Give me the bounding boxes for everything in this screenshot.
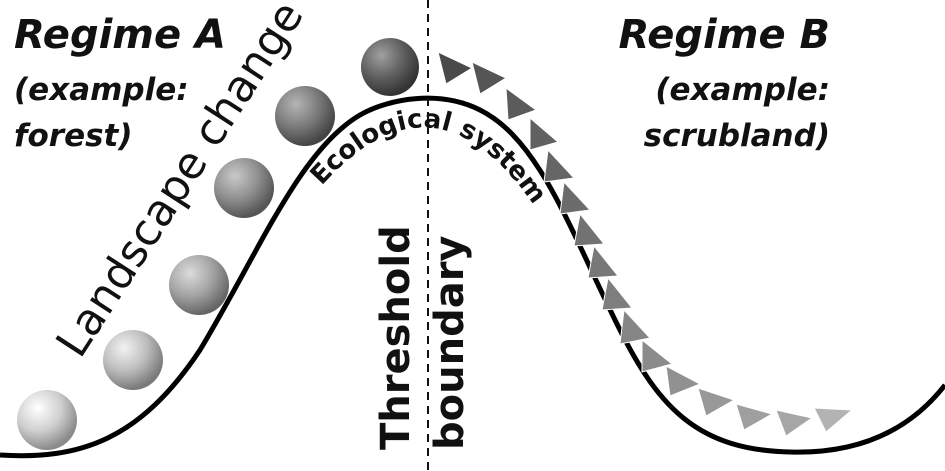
arrow-6 <box>559 180 592 215</box>
arrow-13 <box>697 387 736 417</box>
regime-a-example-line2: forest) <box>14 118 133 154</box>
ball-4 <box>214 158 274 218</box>
arrow-9 <box>601 276 633 311</box>
arrow-11 <box>641 338 674 373</box>
ecological-system-curve <box>0 95 945 459</box>
ball-6 <box>361 38 419 96</box>
arrow-1 <box>437 51 474 85</box>
arrow-12 <box>665 365 702 397</box>
regime-a-title: Regime A <box>14 12 226 58</box>
threshold-label-line1: Threshold <box>373 225 419 450</box>
regime-b-example-line2: scrubland) <box>644 118 830 154</box>
arrow-2 <box>471 61 508 95</box>
regime-a-example-line1: (example: <box>14 72 189 108</box>
regime-b-example-line1: (example: <box>655 72 830 108</box>
arrow-5 <box>543 148 576 183</box>
ball-2 <box>103 330 163 390</box>
threshold-label-line2: boundary <box>427 236 473 451</box>
regime-b-title: Regime B <box>618 12 830 58</box>
ball-5 <box>275 86 335 146</box>
arrow-16 <box>813 407 854 433</box>
arrow-8 <box>587 244 619 279</box>
arrow-14 <box>735 403 774 431</box>
arrow-chain <box>437 51 854 437</box>
arrow-4 <box>529 116 560 151</box>
arrow-10 <box>619 308 651 345</box>
ball-1 <box>17 390 77 450</box>
ball-3 <box>169 255 229 315</box>
arrow-3 <box>505 86 538 121</box>
arrow-7 <box>573 212 605 247</box>
arrow-15 <box>775 409 814 437</box>
